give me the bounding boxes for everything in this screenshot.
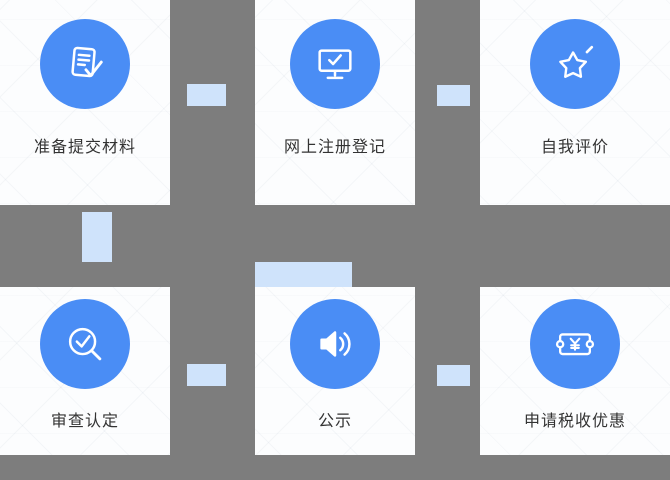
- step-card-online-registration: 网上注册登记: [255, 0, 415, 224]
- connector-vertical-row1-row2: [82, 212, 112, 262]
- connector-step1-step2: [187, 84, 226, 106]
- monitor-check-icon: [318, 49, 352, 80]
- connector-middle-horizontal: [255, 262, 352, 287]
- magnifier-check-icon: [68, 327, 102, 361]
- step-icon-circle: [290, 19, 380, 109]
- step-icon-circle: [530, 19, 620, 109]
- connector-step5-step6: [437, 365, 470, 386]
- step-icon-circle: [290, 299, 380, 389]
- step-label: 网上注册登记: [283, 139, 386, 156]
- seal-star-icon: [559, 45, 594, 78]
- step-icon-circle: [40, 299, 130, 389]
- connector-step4-step5: [187, 364, 226, 386]
- step-card-self-evaluation: 自我评价: [480, 0, 670, 224]
- step-icon-circle: [40, 19, 130, 109]
- step-label: 公示: [317, 413, 352, 430]
- step-card-public-announcement: 公示: [255, 287, 415, 467]
- step-card-apply-tax-benefits: 申请税收优惠: [480, 287, 670, 467]
- step-icon-circle: [530, 299, 620, 389]
- step-label: 申请税收优惠: [523, 413, 626, 430]
- horizontal-gray-band-bottom: [0, 455, 670, 480]
- connector-step2-step3: [437, 85, 470, 106]
- step-label: 审查认定: [50, 413, 119, 430]
- step-card-review-determination: 审查认定: [0, 287, 170, 467]
- step-card-prepare-materials: 准备提交材料: [0, 0, 170, 224]
- step-label: 自我评价: [540, 139, 609, 156]
- document-check-icon: [71, 46, 103, 78]
- speaker-icon: [320, 331, 351, 357]
- step-label: 准备提交材料: [33, 139, 136, 156]
- ticket-yuan-icon: [555, 333, 595, 356]
